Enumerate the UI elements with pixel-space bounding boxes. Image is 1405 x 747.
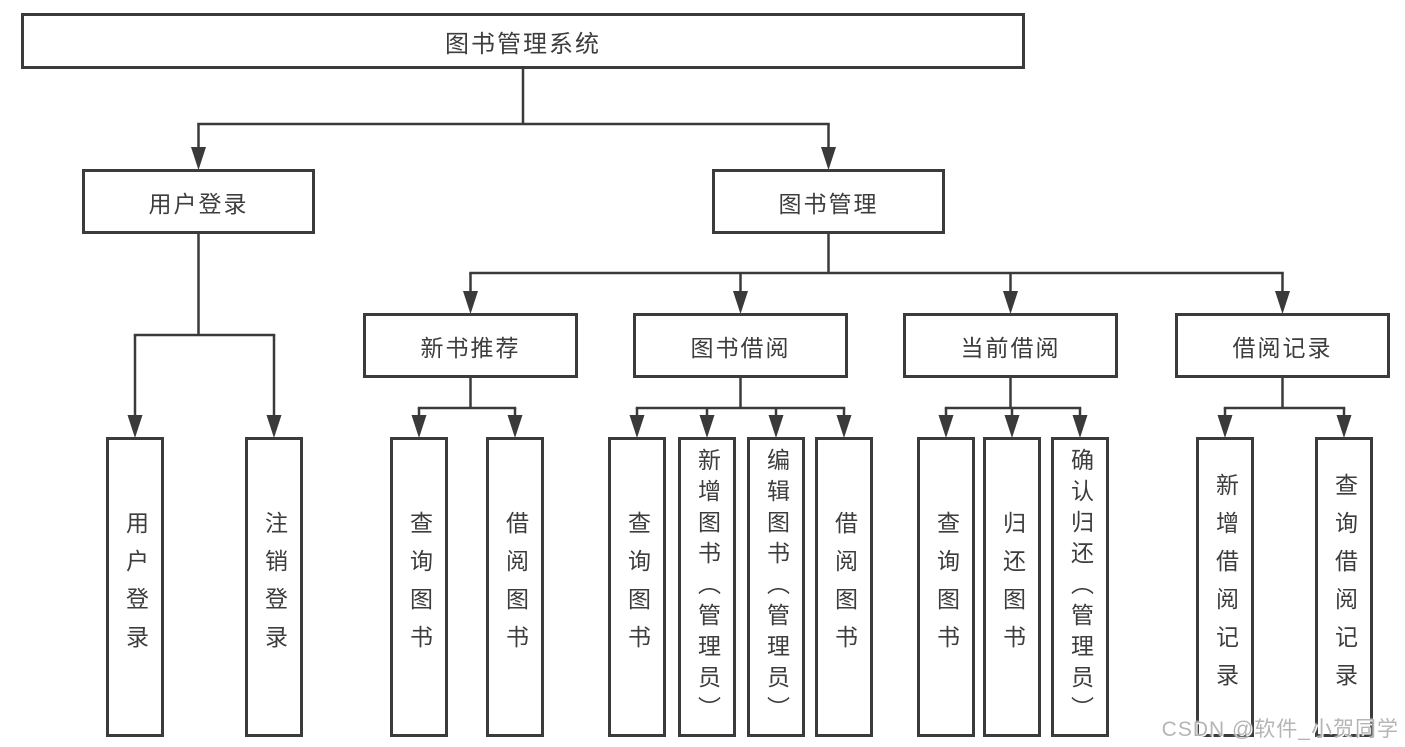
leaf-logout-label: 注销登录 bbox=[261, 511, 288, 663]
node-current-borrowing: 当前借阅 bbox=[903, 313, 1118, 378]
arrowhead-icon bbox=[1004, 415, 1020, 438]
arrowhead-icon bbox=[821, 147, 836, 170]
leaf-edit-books-admin-label: 编辑图书（管理员） bbox=[763, 447, 790, 727]
node-current-borrowing-label: 当前借阅 bbox=[960, 334, 1061, 361]
leaf-add-borrow-record-label: 新增借阅记录 bbox=[1212, 473, 1239, 701]
leaf-return-books: 归还图书 bbox=[983, 437, 1041, 737]
leaf-query-books: 查询图书 bbox=[390, 437, 448, 737]
node-new-book-recommendation: 新书推荐 bbox=[363, 313, 578, 378]
leaf-edit-books-admin: 编辑图书（管理员） bbox=[747, 437, 805, 737]
arrowhead-icon bbox=[733, 291, 748, 314]
arrowhead-icon bbox=[768, 415, 784, 438]
leaf-user-login-label: 用户登录 bbox=[122, 511, 149, 663]
arrowhead-icon bbox=[191, 147, 206, 170]
node-borrowing-records-label: 借阅记录 bbox=[1232, 334, 1333, 361]
leaf-query-borrow-record-label: 查询借阅记录 bbox=[1331, 473, 1358, 701]
node-library-management-system: 图书管理系统 bbox=[21, 13, 1025, 69]
node-book-management-module-label: 图书管理 bbox=[778, 190, 879, 217]
arrowhead-icon bbox=[127, 415, 143, 438]
leaf-add-borrow-record: 新增借阅记录 bbox=[1196, 437, 1254, 737]
arrowhead-icon bbox=[938, 415, 954, 438]
node-user-login-module-label: 用户登录 bbox=[148, 190, 249, 217]
leaf-query-books-3: 查询图书 bbox=[917, 437, 975, 737]
arrowhead-icon bbox=[1003, 291, 1018, 314]
arrowhead-icon bbox=[411, 415, 427, 438]
node-book-borrowing-label: 图书借阅 bbox=[690, 334, 791, 361]
node-book-borrowing: 图书借阅 bbox=[633, 313, 848, 378]
leaf-borrow-books-2: 借阅图书 bbox=[815, 437, 873, 737]
leaf-query-books-3-label: 查询图书 bbox=[933, 511, 960, 663]
arrowhead-icon bbox=[699, 415, 715, 438]
leaf-user-login: 用户登录 bbox=[106, 437, 164, 737]
leaf-query-books-label: 查询图书 bbox=[406, 511, 433, 663]
arrowhead-icon bbox=[507, 415, 523, 438]
arrowhead-icon bbox=[836, 415, 852, 438]
node-user-login-module: 用户登录 bbox=[82, 169, 315, 234]
node-library-management-system-label: 图书管理系统 bbox=[445, 30, 601, 58]
arrowhead-icon bbox=[1275, 291, 1290, 314]
leaf-borrow-books-label: 借阅图书 bbox=[502, 511, 529, 663]
arrowhead-icon bbox=[463, 291, 478, 314]
node-book-management-module: 图书管理 bbox=[712, 169, 945, 234]
node-borrowing-records: 借阅记录 bbox=[1175, 313, 1390, 378]
leaf-query-books-2-label: 查询图书 bbox=[624, 511, 651, 663]
leaf-query-borrow-record: 查询借阅记录 bbox=[1315, 437, 1373, 737]
leaf-add-books-admin-label: 新增图书（管理员） bbox=[694, 447, 721, 727]
arrowhead-icon bbox=[629, 415, 645, 438]
arrowhead-icon bbox=[266, 415, 282, 438]
leaf-confirm-return-admin-label: 确认归还（管理员） bbox=[1067, 447, 1094, 727]
arrowhead-icon bbox=[1217, 415, 1233, 438]
arrowhead-icon bbox=[1336, 415, 1352, 438]
leaf-query-books-2: 查询图书 bbox=[608, 437, 666, 737]
leaf-confirm-return-admin: 确认归还（管理员） bbox=[1051, 437, 1109, 737]
node-new-book-recommendation-label: 新书推荐 bbox=[420, 334, 521, 361]
watermark-text: CSDN @软件_小贺同学 bbox=[1161, 718, 1399, 741]
leaf-borrow-books: 借阅图书 bbox=[486, 437, 544, 737]
leaf-borrow-books-2-label: 借阅图书 bbox=[831, 511, 858, 663]
leaf-return-books-label: 归还图书 bbox=[999, 511, 1026, 663]
leaf-add-books-admin: 新增图书（管理员） bbox=[678, 437, 736, 737]
arrowhead-icon bbox=[1072, 415, 1088, 438]
leaf-logout: 注销登录 bbox=[245, 437, 303, 737]
